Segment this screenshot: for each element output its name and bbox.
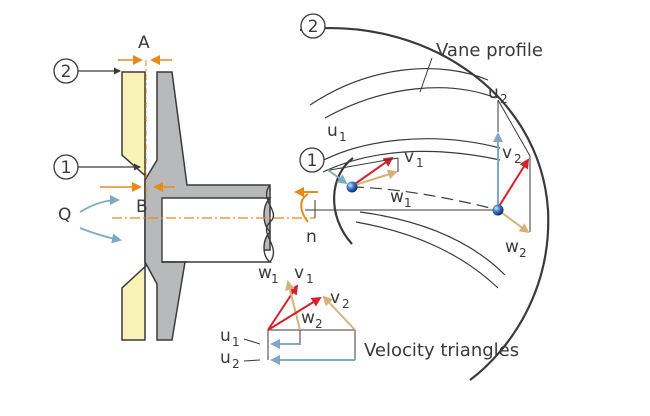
dimension-b: B <box>100 182 175 217</box>
svg-text:1: 1 <box>306 272 314 286</box>
svg-text:v: v <box>404 147 414 167</box>
vane-profile-2 <box>317 138 501 164</box>
svg-text:v: v <box>294 263 304 283</box>
label-w1-tri: w 1 <box>258 263 279 286</box>
label-vane-profile: Vane profile <box>436 40 543 61</box>
label-n: n <box>306 227 317 247</box>
svg-text:2: 2 <box>308 17 319 37</box>
impeller-section <box>112 60 315 341</box>
vane-profile-1 <box>309 67 489 106</box>
label-w1-plan: w 1 <box>390 187 412 210</box>
label-v2-tri: v 2 <box>330 288 350 311</box>
outlet-node <box>492 204 504 216</box>
svg-text:2: 2 <box>315 317 323 331</box>
station-2-left: 2 <box>53 58 121 84</box>
v2-vector <box>267 296 322 331</box>
svg-text:w: w <box>390 187 404 207</box>
label-a: A <box>138 33 150 53</box>
svg-text:u: u <box>488 83 499 103</box>
svg-text:1: 1 <box>416 156 424 170</box>
svg-text:u: u <box>220 348 231 368</box>
velocity-triangles-diagram <box>243 280 356 365</box>
outlet-velocity-triangle <box>493 99 531 234</box>
label-u2-tri: u 2 <box>220 348 240 371</box>
station-2-right: 2 <box>300 13 326 39</box>
label-w2-plan: w 2 <box>505 237 527 260</box>
inlet-node <box>346 181 358 193</box>
shaft-break <box>265 184 275 263</box>
svg-text:1: 1 <box>404 196 412 210</box>
shaft <box>161 197 273 263</box>
rotation-indicator: n <box>294 187 318 247</box>
label-v2-plan: v 2 <box>502 143 522 166</box>
svg-text:2: 2 <box>232 357 240 371</box>
svg-text:w: w <box>301 308 315 328</box>
svg-text:w: w <box>258 263 272 283</box>
w1-vector <box>285 280 301 331</box>
svg-text:v: v <box>502 143 512 163</box>
label-u1-tri: u 1 <box>220 326 240 349</box>
label-u1-plan: u 1 <box>327 121 347 144</box>
svg-text:2: 2 <box>342 297 350 311</box>
vane-profile-3 <box>359 211 506 276</box>
label-velocity-triangles: Velocity triangles <box>364 340 519 361</box>
label-u2-plan: u 2 <box>488 83 508 106</box>
inlet-velocity-triangle <box>327 156 399 187</box>
label-w2-tri: w 2 <box>301 308 323 331</box>
station-1-right: 1 <box>299 147 325 173</box>
impeller-plan-view: Vane profile 2 1 n <box>294 13 550 381</box>
svg-text:1: 1 <box>307 151 318 171</box>
svg-text:v: v <box>330 288 340 308</box>
svg-text:1: 1 <box>339 130 347 144</box>
outer-circle <box>299 27 550 381</box>
svg-text:2: 2 <box>61 62 72 82</box>
svg-text:w: w <box>505 237 519 257</box>
svg-text:2: 2 <box>514 152 522 166</box>
svg-text:1: 1 <box>271 272 279 286</box>
svg-text:1: 1 <box>61 158 72 178</box>
station-1-left: 1 <box>53 154 141 180</box>
flow-path <box>351 186 499 211</box>
svg-text:2: 2 <box>519 246 527 260</box>
v1-vector <box>267 284 299 331</box>
inner-circle <box>333 157 354 245</box>
svg-text:1: 1 <box>232 335 240 349</box>
dimension-a: A <box>118 33 172 65</box>
label-v1-tri: v 1 <box>294 263 314 286</box>
label-q: Q <box>58 205 71 225</box>
svg-text:u: u <box>220 326 231 346</box>
svg-text:2: 2 <box>500 92 508 106</box>
label-v1-plan: v 1 <box>404 147 424 170</box>
w2-vector <box>322 295 356 331</box>
impeller-shroud <box>121 71 151 341</box>
svg-text:u: u <box>327 121 338 141</box>
label-b: B <box>136 197 148 217</box>
flow-q: Q <box>58 195 122 244</box>
